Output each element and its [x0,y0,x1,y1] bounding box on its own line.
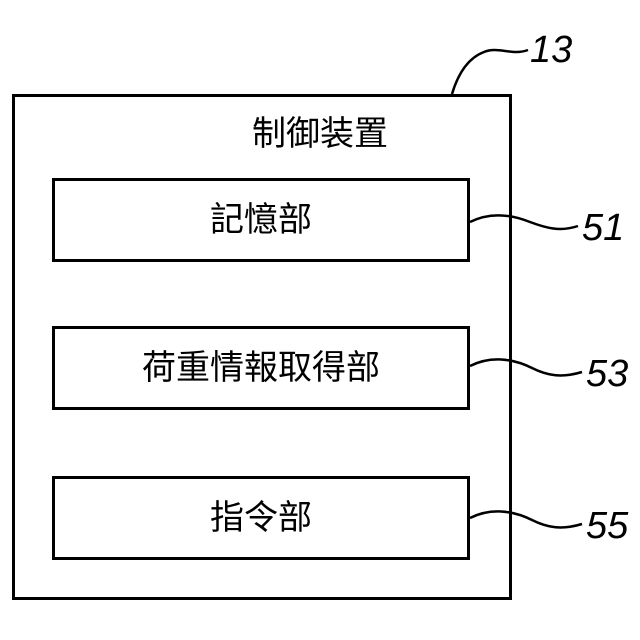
ref-label-55: 55 [586,506,628,546]
ref-label-13: 13 [530,30,572,70]
storage-unit-label: 記憶部 [210,200,312,240]
storage-unit-box: 記憶部 [52,178,470,262]
command-unit-box: 指令部 [52,476,470,560]
ref-label-51: 51 [582,208,624,248]
command-unit-label: 指令部 [210,498,312,538]
load-info-acquisition-unit-label: 荷重情報取得部 [142,348,380,388]
load-info-acquisition-unit-box: 荷重情報取得部 [52,326,470,410]
ref-label-53: 53 [586,354,628,394]
control-device-label: 制御装置 [0,114,640,154]
leader-line-13 [452,50,528,94]
